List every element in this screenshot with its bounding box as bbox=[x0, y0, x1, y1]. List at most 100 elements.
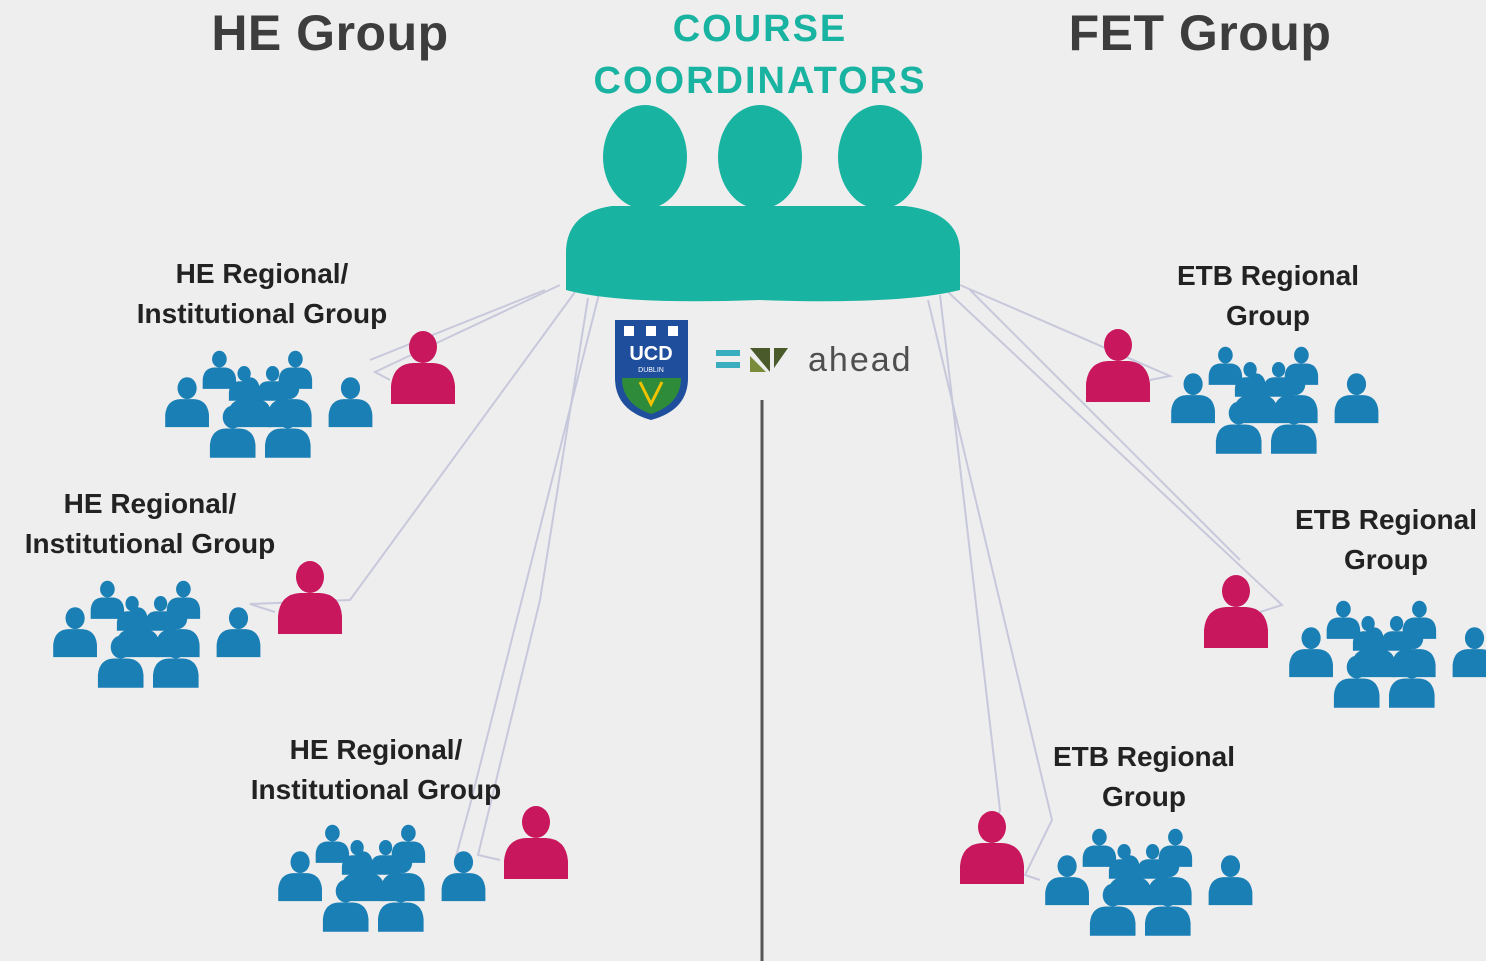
connector-line bbox=[372, 284, 561, 381]
ahead-logo-mark bbox=[716, 348, 788, 372]
group-member-icon bbox=[1352, 616, 1384, 651]
group-member-icon bbox=[1263, 362, 1294, 397]
group-member-icon bbox=[278, 350, 313, 389]
he-group-label-top: HE Regional/ Institutional Group bbox=[112, 254, 412, 334]
group-member-icon bbox=[1402, 600, 1437, 639]
group-member-icon bbox=[116, 596, 148, 631]
group-member-icon bbox=[1208, 346, 1243, 385]
he-group-label-bottom-line1: HE Regional/ bbox=[289, 734, 463, 765]
connector-line bbox=[369, 289, 546, 361]
group-member-icon bbox=[341, 840, 373, 875]
connector-line bbox=[969, 289, 1241, 561]
group-clusters bbox=[53, 346, 1486, 936]
etb-group-label-middle: ETB Regional Group bbox=[1276, 500, 1486, 580]
group-member-icon bbox=[1158, 828, 1193, 867]
ahead-logo: ahead bbox=[712, 340, 913, 380]
group-member-icon bbox=[370, 840, 401, 875]
connector-line bbox=[476, 297, 589, 861]
facilitator-icon bbox=[391, 331, 455, 404]
coordinator-icon bbox=[838, 105, 922, 209]
he-group-title: HE Group bbox=[211, 5, 449, 61]
group-member-icon bbox=[1333, 655, 1380, 708]
group-member-icon bbox=[1381, 616, 1412, 651]
group-member-icon bbox=[165, 377, 209, 428]
group-member-icon bbox=[90, 580, 125, 619]
etb-group-label-top: ETB Regional Group bbox=[1158, 256, 1378, 336]
group-member-icon bbox=[1137, 844, 1168, 879]
group-member-icon bbox=[53, 607, 97, 658]
group-member-icon bbox=[441, 851, 486, 902]
group-member-icon bbox=[1208, 855, 1253, 906]
group-member-icon bbox=[145, 596, 176, 631]
etb-group-label-top-line2: Group bbox=[1226, 300, 1310, 331]
group-member-icon bbox=[209, 405, 256, 458]
group-member-icon bbox=[1271, 401, 1317, 454]
group-member-icon bbox=[378, 879, 424, 932]
he-cluster-middle bbox=[53, 580, 261, 688]
etb-group-label-bottom: ETB Regional Group bbox=[1034, 737, 1254, 817]
group-member-icon bbox=[1234, 362, 1266, 397]
group-member-icon bbox=[1171, 373, 1215, 424]
etb-cluster-middle bbox=[1289, 600, 1486, 708]
ucd-logo-text: UCD bbox=[629, 343, 672, 365]
coordinator-icon bbox=[603, 105, 687, 209]
ucd-logo: UCD DUBLIN bbox=[615, 320, 688, 420]
facilitator-icon bbox=[960, 811, 1024, 884]
coordinator-body bbox=[566, 206, 960, 302]
group-member-icon bbox=[1045, 855, 1089, 906]
group-member-icon bbox=[391, 824, 426, 863]
course-coordinators-title-line2: COORDINATORS bbox=[593, 60, 927, 102]
fet-group-title: FET Group bbox=[1068, 5, 1332, 61]
facilitator-icon bbox=[1204, 575, 1268, 648]
group-member-icon bbox=[1389, 655, 1435, 708]
group-member-icon bbox=[1089, 883, 1136, 936]
group-member-icon bbox=[202, 350, 237, 389]
group-member-icon bbox=[1145, 883, 1191, 936]
etb-group-label-top-line1: ETB Regional bbox=[1176, 260, 1359, 291]
group-member-icon bbox=[1082, 828, 1117, 867]
group-member-icon bbox=[153, 635, 199, 688]
connector-line bbox=[939, 294, 1002, 861]
group-member-icon bbox=[216, 607, 261, 658]
etb-cluster-top bbox=[1171, 346, 1379, 454]
etb-group-label-bottom-line1: ETB Regional bbox=[1052, 741, 1235, 772]
etb-group-label-middle-line2: Group bbox=[1344, 544, 1428, 575]
he-group-label-middle-line1: HE Regional/ bbox=[63, 488, 237, 519]
connector-line bbox=[947, 291, 1284, 613]
group-member-icon bbox=[97, 635, 144, 688]
he-group-label-middle: HE Regional/ Institutional Group bbox=[0, 484, 300, 564]
group-member-icon bbox=[328, 377, 373, 428]
connector-lines bbox=[249, 284, 1284, 881]
group-member-icon bbox=[1326, 600, 1361, 639]
coordinator-icon bbox=[718, 105, 802, 209]
he-group-label-top-line1: HE Regional/ bbox=[175, 258, 349, 289]
ucd-logo-subtext: DUBLIN bbox=[638, 367, 664, 374]
connector-line bbox=[927, 299, 1054, 881]
group-member-icon bbox=[1108, 844, 1140, 879]
group-member-icon bbox=[265, 405, 311, 458]
group-member-icon bbox=[1215, 401, 1262, 454]
etb-group-label-middle-line1: ETB Regional bbox=[1294, 504, 1477, 535]
facilitator-icon bbox=[1086, 329, 1150, 402]
group-member-icon bbox=[228, 366, 260, 401]
group-member-icon bbox=[1334, 373, 1379, 424]
connector-line bbox=[454, 289, 601, 861]
he-group-label-top-line2: Institutional Group bbox=[136, 298, 388, 329]
connector-line bbox=[959, 284, 1174, 381]
group-member-icon bbox=[1289, 627, 1333, 678]
facilitator-icon bbox=[278, 561, 342, 634]
etb-cluster-bottom bbox=[1045, 828, 1253, 936]
group-member-icon bbox=[278, 851, 322, 902]
facilitator-icon bbox=[504, 806, 568, 879]
group-member-icon bbox=[1452, 627, 1486, 678]
he-group-label-bottom: HE Regional/ Institutional Group bbox=[226, 730, 526, 810]
facilitator-icons bbox=[278, 329, 1268, 884]
etb-group-label-bottom-line2: Group bbox=[1102, 781, 1186, 812]
ahead-logo-text: ahead bbox=[808, 340, 913, 379]
group-member-icon bbox=[166, 580, 201, 619]
course-coordinators-title-line1: COURSE bbox=[672, 8, 848, 50]
he-group-label-bottom-line2: Institutional Group bbox=[250, 774, 502, 805]
group-member-icon bbox=[1284, 346, 1319, 385]
